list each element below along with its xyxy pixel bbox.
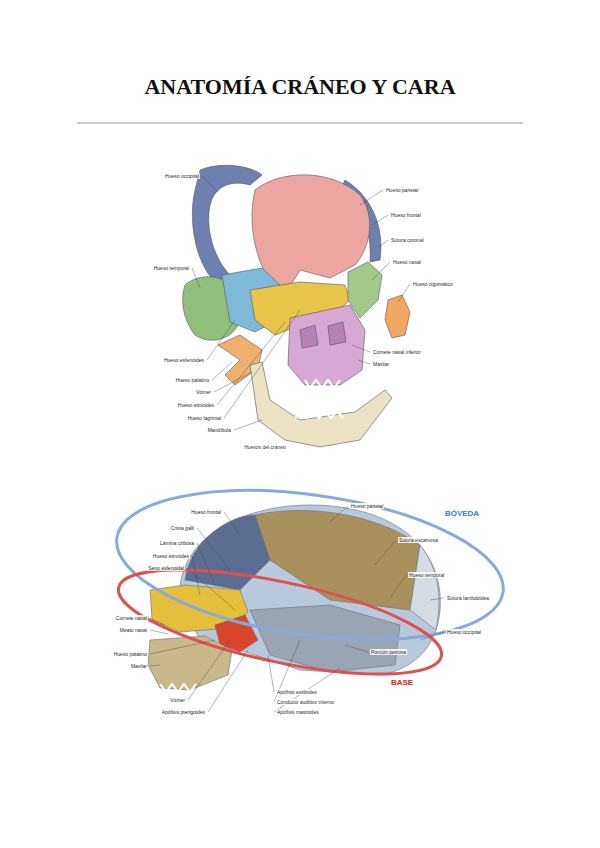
exploded-skull — [183, 165, 410, 447]
part-label: Hueso palatino — [175, 377, 210, 383]
leader-line — [430, 598, 444, 600]
part-label: Hueso occipital — [164, 173, 200, 179]
part-label: Hueso cigomático — [412, 281, 454, 287]
part-label: Apófisis mastoides — [276, 709, 320, 715]
leader-line — [330, 506, 348, 522]
page-title: ANATOMÍA CRÁNEO Y CARA — [0, 74, 600, 100]
part-label: Hueso occipital — [446, 629, 482, 635]
part-label: Hueso palatino — [113, 651, 148, 657]
leader-line — [390, 575, 406, 598]
part-label: Hueso lagrimal — [187, 415, 222, 421]
leader-line — [224, 310, 300, 418]
leader-line — [360, 190, 383, 205]
part-label: Hueso frontal — [190, 509, 222, 515]
leader-line — [150, 618, 165, 625]
leader-line — [197, 528, 230, 570]
leader-line — [378, 240, 388, 248]
leader-line — [375, 540, 396, 565]
part-label: Mandíbula — [207, 427, 232, 433]
part-label: Hueso temporal — [153, 265, 190, 271]
part-label: Seno esfenoidal — [147, 565, 185, 571]
leader-line — [197, 543, 215, 585]
leader-line — [150, 630, 168, 634]
part-label: Sutura lambdoidea — [446, 595, 490, 601]
part-label: Cornete nasal inferior — [372, 349, 422, 355]
leader-line — [217, 322, 285, 405]
leader-line — [202, 176, 218, 192]
base-ellipse — [110, 549, 449, 696]
part-label: Hueso nasal — [392, 259, 422, 265]
region-label: BÓVEDA — [444, 509, 480, 518]
part-label: Hueso temporal — [408, 572, 445, 578]
part-label: Conducto auditivo interno — [276, 699, 335, 705]
part-label: Hueso esfenoides — [163, 357, 205, 363]
leader-line — [212, 362, 232, 380]
part-label: Apófisis pterigoides — [161, 709, 206, 715]
leader-line — [224, 512, 240, 535]
rule-line — [77, 123, 523, 124]
vault-ellipse — [107, 469, 513, 662]
leader-line — [234, 420, 262, 430]
region-label: BASE — [390, 678, 414, 687]
part-label: Hueso etmoides — [152, 553, 190, 559]
leader-line — [345, 645, 368, 652]
skull-section — [148, 505, 440, 692]
part-label: Hueso parietal — [350, 503, 384, 509]
leader-line — [188, 640, 230, 700]
leader-line — [274, 668, 340, 712]
leader-line — [420, 632, 444, 640]
part-label: Hueso etmoides — [177, 402, 215, 408]
part-label: Maxilar — [130, 663, 148, 669]
leader-line — [208, 650, 248, 712]
part-label: Cornete nasal — [115, 615, 148, 621]
leader-line — [150, 640, 215, 654]
leader-line — [192, 556, 200, 595]
part-label: Vómer — [195, 389, 212, 395]
leader-line — [187, 568, 235, 610]
part-label: Lámina cribosa — [159, 540, 195, 546]
part-label: Crista galli — [170, 525, 195, 531]
leader-line — [214, 372, 252, 392]
leader-line — [372, 262, 390, 280]
leader-line — [150, 665, 160, 666]
leader-line — [358, 360, 370, 364]
leader-lines — [150, 176, 444, 712]
figure-caption: Huesos del cráneo — [243, 444, 287, 450]
part-label: Hueso frontal — [390, 212, 422, 218]
part-label: Meato nasal — [119, 627, 148, 633]
leader-line — [192, 268, 200, 288]
leader-line — [352, 345, 370, 352]
part-label: Vómer — [169, 697, 186, 703]
leader-line — [372, 215, 388, 225]
part-label: Hueso parietal — [385, 187, 419, 193]
leader-line — [398, 284, 410, 302]
part-label: Porción petrosa — [370, 649, 407, 655]
part-label: Sutura escamosa — [398, 537, 439, 543]
leader-line — [268, 655, 274, 692]
part-label: Apófisis estiloides — [276, 689, 318, 695]
part-label: Sutura coronal — [390, 237, 425, 243]
leader-line — [207, 320, 235, 360]
part-label: Maxilar — [372, 361, 390, 367]
